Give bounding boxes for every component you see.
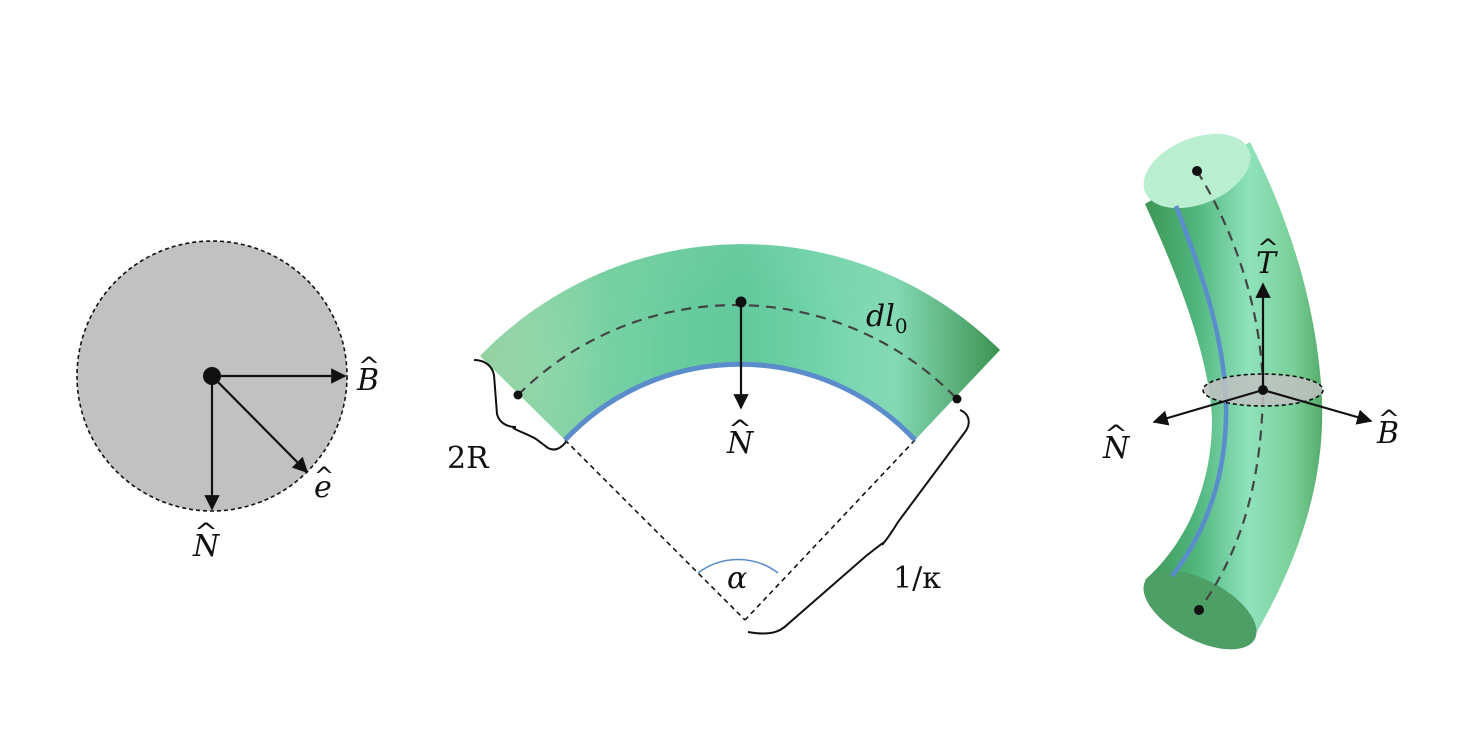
- arc-panel: N ^ dl0 2R 1/κ α: [447, 244, 1000, 635]
- radius-line-right: [744, 439, 916, 621]
- normal-label: N: [192, 529, 221, 564]
- diameter-label: 2R: [447, 441, 490, 476]
- tube-binormal-hat: ^: [1378, 405, 1400, 433]
- arc-length-label: dl0: [866, 299, 908, 338]
- angle-label: α: [727, 561, 747, 596]
- tube-normal-hat: ^: [1104, 420, 1128, 448]
- centerline-end-right: [952, 394, 962, 404]
- tube-inner-edge: [1170, 205, 1229, 578]
- angle-arc: [697, 558, 779, 574]
- binormal-label: B: [356, 363, 379, 398]
- tube-normal-label: N: [1102, 431, 1131, 466]
- tube-bottom-point: [1194, 605, 1204, 615]
- cross-section-panel: B ^ N ^ e ^: [76, 240, 380, 564]
- tube-top-point: [1192, 166, 1202, 176]
- radius-brace: [747, 409, 970, 635]
- arc-length-main: dl: [866, 299, 895, 334]
- binormal-hat: ^: [358, 352, 380, 380]
- tube-centerline: [1196, 170, 1265, 611]
- tangent-hat: ^: [1257, 234, 1279, 262]
- diameter-brace: [473, 359, 567, 451]
- e-direction-arrow: [211, 375, 309, 474]
- tube-binormal-arrow: [1262, 388, 1373, 425]
- e-label: e: [314, 470, 332, 505]
- e-hat: ^: [314, 462, 334, 490]
- tube-3d-panel: T ^ N ^ B ^: [1102, 133, 1400, 650]
- normal-hat: ^: [194, 518, 218, 546]
- arc-length-subscript: 0: [895, 314, 908, 338]
- tube-binormal-label: B: [1376, 416, 1399, 451]
- radius-line-left: [564, 439, 746, 621]
- tangent-label: T: [1256, 246, 1278, 281]
- radius-label: 1/κ: [893, 561, 941, 596]
- centerline-end-left: [513, 390, 523, 400]
- tube-normal-arrow: [1152, 388, 1264, 426]
- arc-normal-label: N: [726, 426, 755, 461]
- arc-normal-hat: ^: [728, 415, 752, 443]
